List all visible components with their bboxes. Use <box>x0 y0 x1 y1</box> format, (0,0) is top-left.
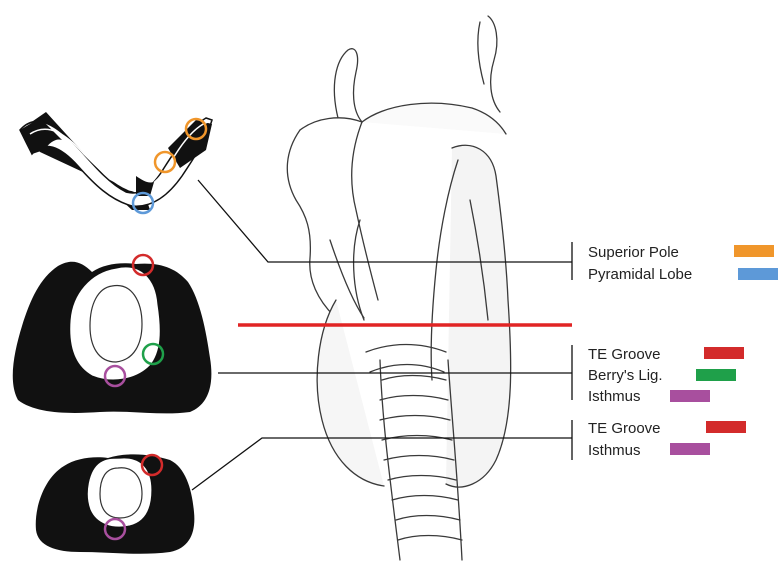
thyroid-larynx-illustration <box>287 16 510 560</box>
legend-swatch <box>704 347 744 359</box>
legend-swatch <box>738 268 778 280</box>
legend-swatch <box>706 421 746 433</box>
middle-cross-section <box>13 255 212 413</box>
legend-swatch <box>670 390 710 402</box>
legend-swatch <box>696 369 736 381</box>
legend-label: Superior Pole <box>588 244 679 261</box>
legend-label: TE Groove <box>588 346 661 363</box>
leader-lines <box>192 180 572 490</box>
legend-label: Isthmus <box>588 388 641 405</box>
legend-label: Berry's Lig. <box>588 367 663 384</box>
legend-label: TE Groove <box>588 420 661 437</box>
legend-swatch <box>670 443 710 455</box>
legend-label: Isthmus <box>588 442 641 459</box>
legend-label: Pyramidal Lobe <box>588 266 692 283</box>
legend: Superior Pole Pyramidal Lobe TE Groove B… <box>588 244 778 459</box>
inferior-cross-section <box>36 454 195 553</box>
legend-group-middle: TE Groove Berry's Lig. Isthmus <box>588 346 744 405</box>
superior-cross-section <box>20 112 212 213</box>
legend-swatch <box>734 245 774 257</box>
legend-group-superior: Superior Pole Pyramidal Lobe <box>588 244 778 283</box>
legend-group-inferior: TE Groove Isthmus <box>588 420 746 459</box>
